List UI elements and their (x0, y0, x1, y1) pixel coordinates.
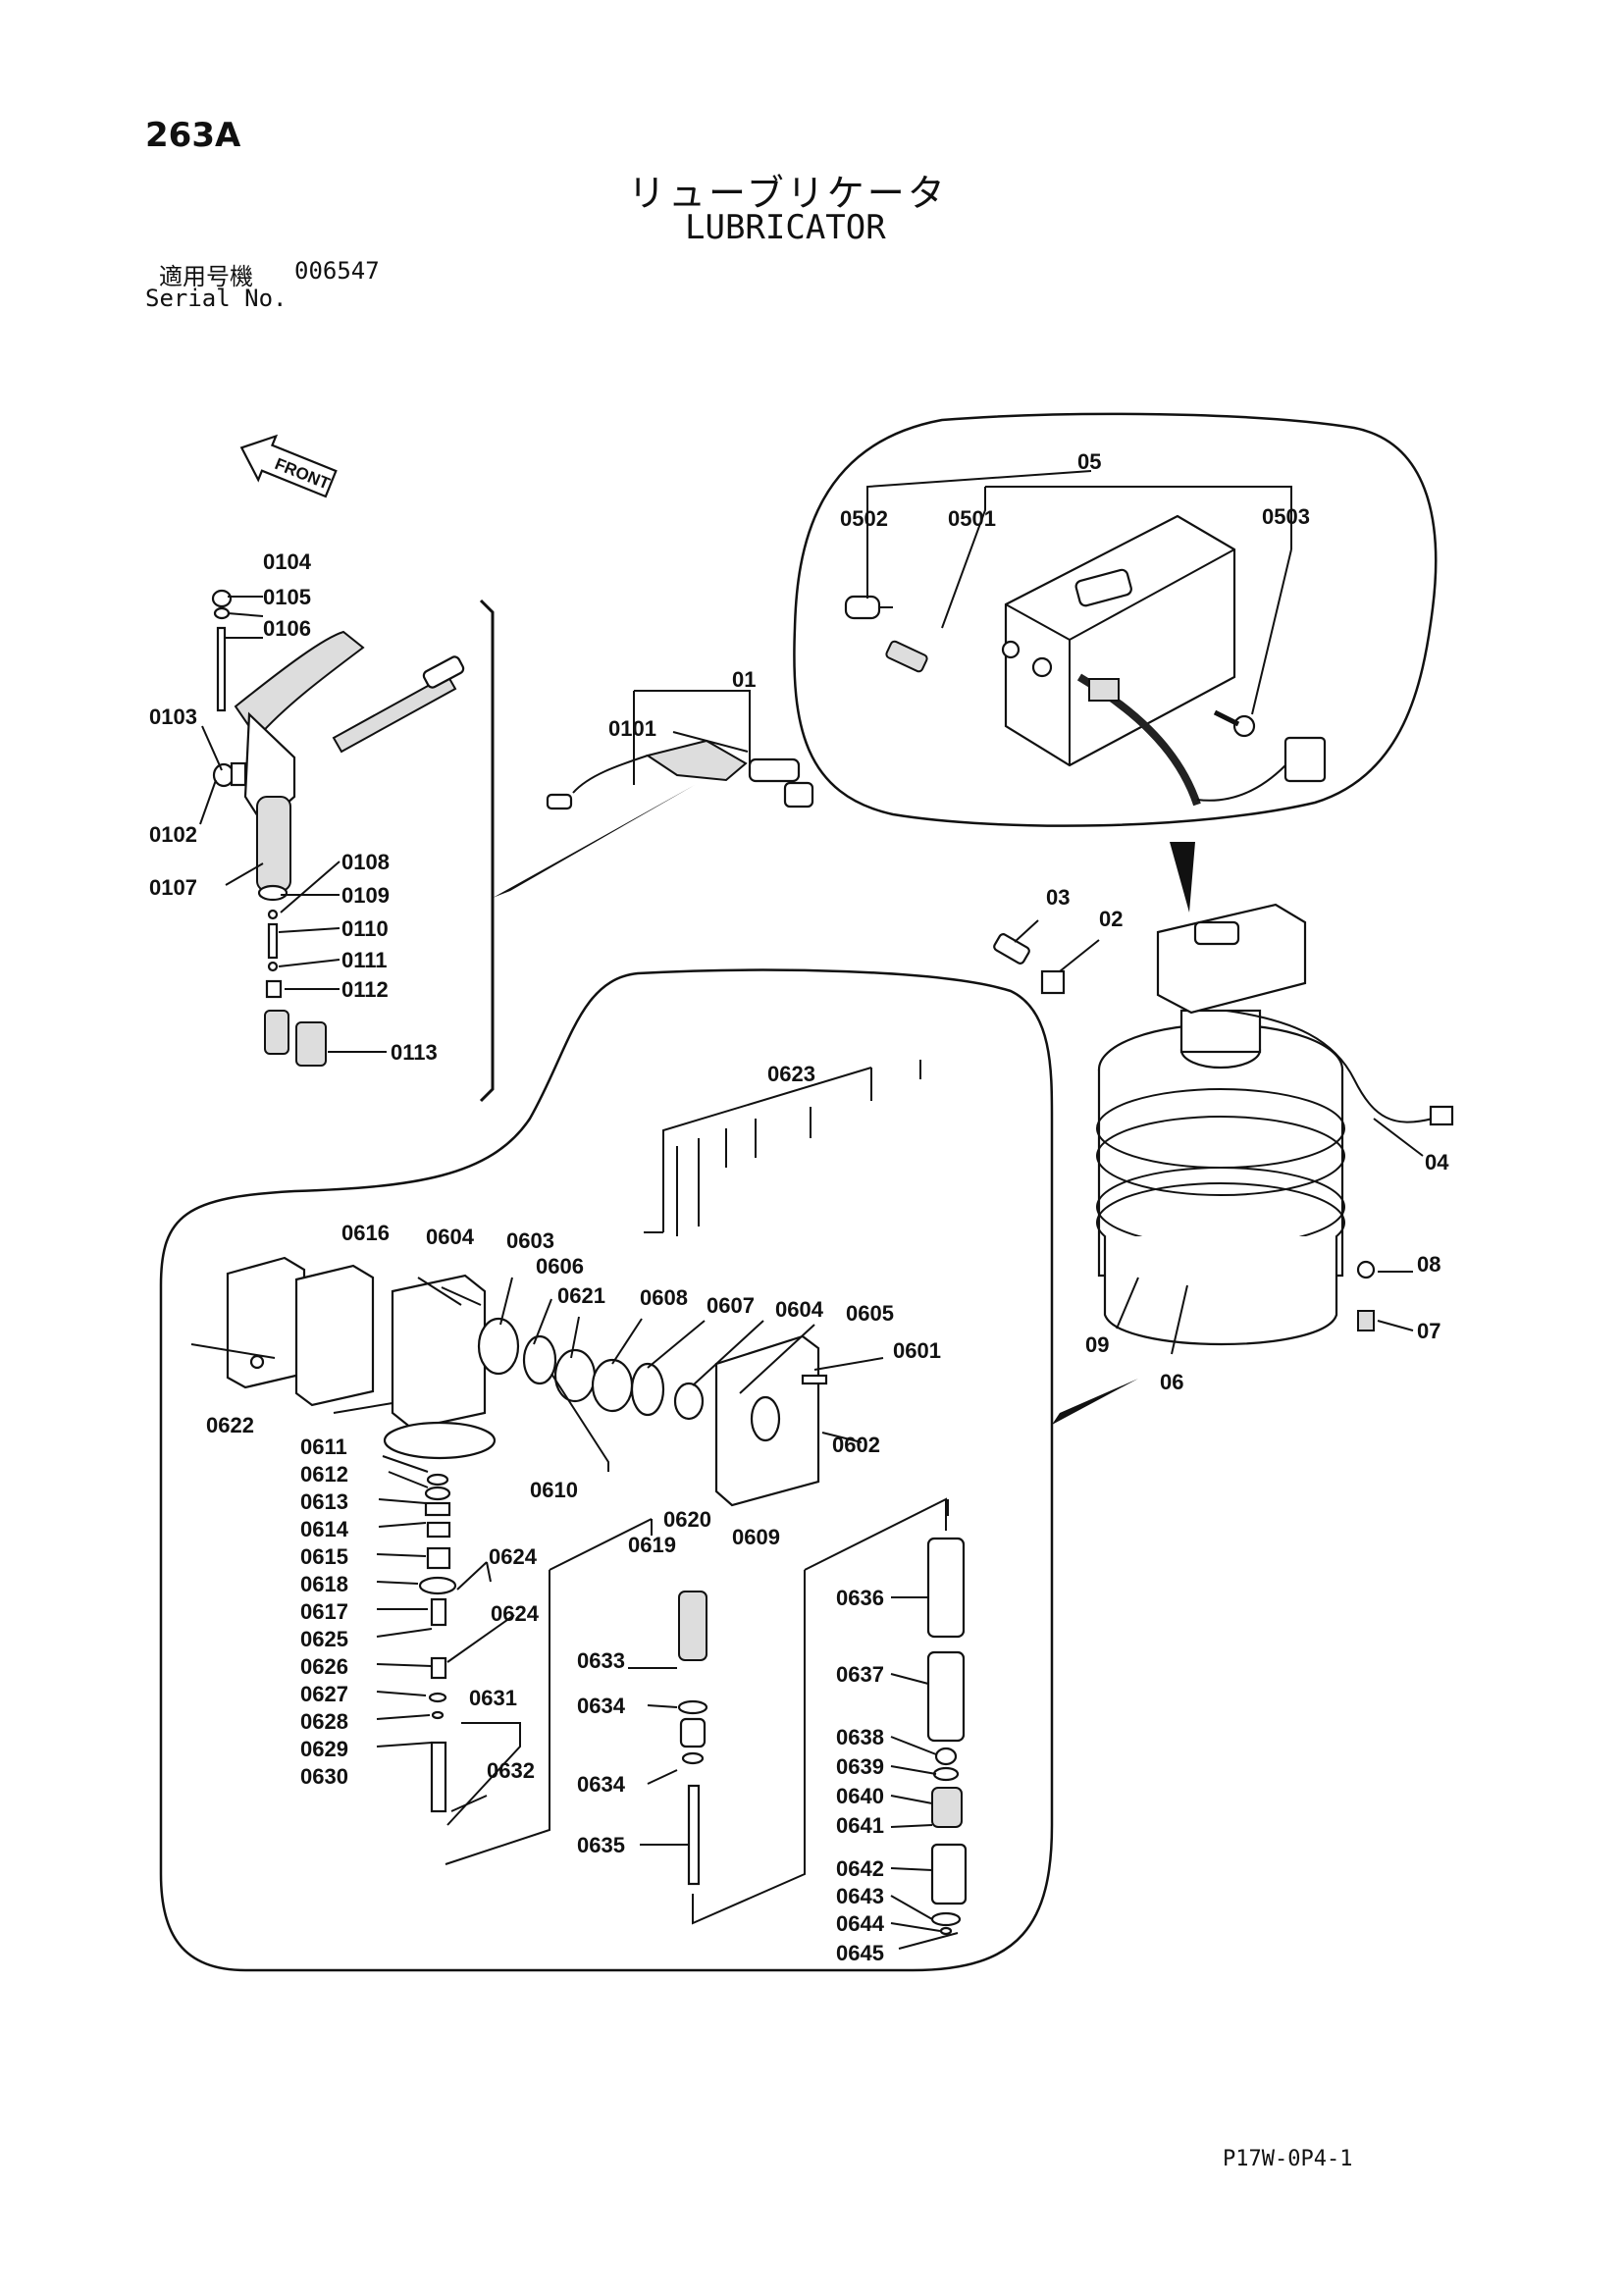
callout-0617: 0617 (300, 1599, 348, 1624)
handle-assembly (211, 589, 465, 1067)
title-english: LUBRICATOR (685, 208, 886, 247)
callout-0643: 0643 (836, 1884, 884, 1908)
callout-0618: 0618 (300, 1572, 348, 1596)
callout-0502: 0502 (840, 506, 888, 531)
title-japanese: リューブリケータ (628, 172, 948, 215)
callout-0629: 0629 (300, 1737, 348, 1761)
callout-0602: 0602 (832, 1433, 880, 1457)
callout-0636: 0636 (836, 1586, 884, 1610)
callout-0613: 0613 (300, 1489, 348, 1514)
callout-0642: 0642 (836, 1856, 884, 1881)
callout-0634-b: 0634 (577, 1772, 626, 1797)
callout-0635: 0635 (577, 1833, 625, 1857)
callout-0632: 0632 (487, 1758, 535, 1783)
detail-06-bubble (159, 968, 1054, 1972)
callout-0609: 0609 (732, 1525, 780, 1549)
callout-labels: 0104 0105 0106 0103 0102 0107 0108 0109 … (149, 449, 1449, 1965)
callout-0501: 0501 (948, 506, 996, 531)
callout-0628: 0628 (300, 1709, 348, 1734)
callout-0605: 0605 (846, 1301, 894, 1326)
callout-0106: 0106 (263, 616, 311, 641)
callout-0606: 0606 (536, 1254, 584, 1278)
detail-06-pointer (1052, 1379, 1138, 1425)
callout-0110: 0110 (341, 916, 389, 941)
plunger-column (418, 1473, 457, 1813)
callout-0109: 0109 (341, 883, 390, 908)
callout-0604-a: 0604 (426, 1225, 475, 1249)
callout-0103: 0103 (149, 704, 197, 729)
serial-label-english: Serial No. (145, 285, 288, 312)
callout-03: 03 (1046, 885, 1070, 910)
callout-0607: 0607 (707, 1293, 755, 1318)
callout-07: 07 (1417, 1319, 1440, 1343)
callout-0638: 0638 (836, 1725, 884, 1749)
lubricator-body (993, 903, 1454, 1346)
callout-0107: 0107 (149, 875, 197, 900)
callout-0625: 0625 (300, 1627, 348, 1651)
callout-06: 06 (1160, 1370, 1183, 1394)
callout-0603: 0603 (506, 1228, 554, 1253)
callout-01: 01 (732, 667, 756, 692)
callout-0111: 0111 (341, 948, 388, 972)
callout-0112: 0112 (341, 977, 389, 1002)
callout-0612: 0612 (300, 1462, 348, 1487)
detail-05-pointer (1170, 842, 1195, 913)
callout-0604-b: 0604 (775, 1297, 824, 1322)
callout-0633: 0633 (577, 1648, 625, 1673)
callout-0641: 0641 (836, 1813, 884, 1838)
callout-0640: 0640 (836, 1784, 884, 1808)
callout-0608: 0608 (640, 1285, 688, 1310)
callout-04: 04 (1425, 1150, 1449, 1174)
page-number: 263A (145, 116, 241, 155)
front-arrow-icon: FRONT (239, 434, 338, 498)
callout-0102: 0102 (149, 822, 197, 847)
callout-0637: 0637 (836, 1662, 884, 1687)
callout-0621: 0621 (557, 1283, 605, 1308)
callout-0108: 0108 (341, 850, 390, 874)
callout-0615: 0615 (300, 1544, 348, 1569)
callout-05: 05 (1077, 449, 1101, 474)
callout-08: 08 (1417, 1252, 1440, 1277)
callout-0624-a: 0624 (489, 1544, 538, 1569)
detail-bracket (479, 599, 495, 1103)
callout-0622: 0622 (206, 1413, 254, 1437)
pump-element-0633 (677, 1591, 708, 1886)
callout-0616: 0616 (341, 1221, 390, 1245)
callout-0639: 0639 (836, 1754, 884, 1779)
pump-motor (190, 1256, 828, 1507)
callout-0503: 0503 (1262, 504, 1310, 529)
callout-0113: 0113 (391, 1040, 438, 1065)
callout-0611: 0611 (300, 1435, 347, 1459)
serial-label-japanese: 適用号機 (159, 263, 253, 290)
callout-0645: 0645 (836, 1941, 884, 1965)
callout-09: 09 (1085, 1332, 1109, 1357)
callout-0634-a: 0634 (577, 1694, 626, 1718)
callout-0644: 0644 (836, 1911, 885, 1936)
detail-pointer (493, 785, 695, 898)
callout-0105: 0105 (263, 585, 311, 609)
leader-lines (199, 470, 1424, 1950)
callout-0601: 0601 (893, 1338, 941, 1363)
detail-05-bubble (793, 412, 1438, 827)
callout-0630: 0630 (300, 1764, 348, 1789)
footer-code: P17W-0P4-1 (1223, 2147, 1353, 2171)
callout-0624-b: 0624 (491, 1601, 540, 1626)
callout-0619: 0619 (628, 1533, 676, 1557)
callout-0623: 0623 (767, 1062, 815, 1086)
callout-0614: 0614 (300, 1517, 349, 1541)
callout-0627: 0627 (300, 1682, 348, 1706)
callout-0610: 0610 (530, 1478, 578, 1502)
callout-02: 02 (1099, 907, 1123, 931)
lever-assembly-01 (546, 739, 814, 810)
callout-0104: 0104 (263, 549, 312, 574)
switch-box (844, 514, 1327, 807)
callout-0631: 0631 (469, 1686, 517, 1710)
serial-number-value: 006547 (294, 257, 380, 285)
callout-0626: 0626 (300, 1654, 348, 1679)
callout-0101: 0101 (608, 716, 656, 741)
pump-element-0636 (926, 1537, 968, 1936)
callout-0620: 0620 (663, 1507, 711, 1532)
